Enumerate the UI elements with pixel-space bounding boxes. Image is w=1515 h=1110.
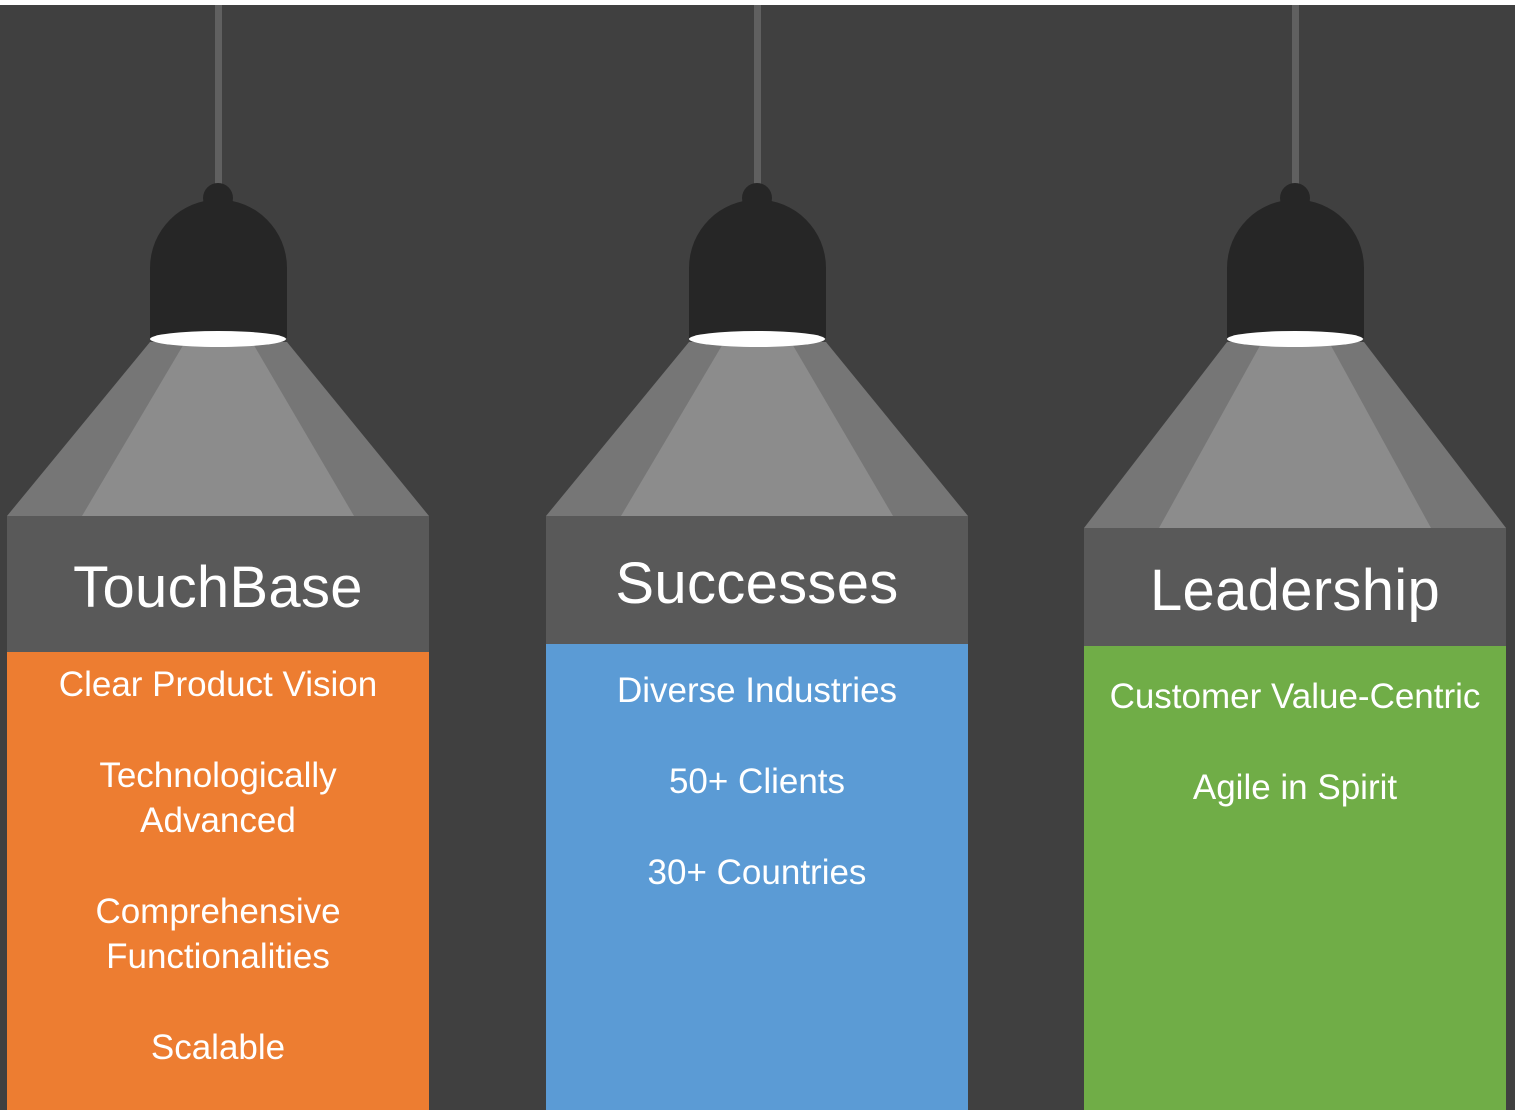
column-body-touchbase: Clear Product Vision Technologically Adv… xyxy=(7,652,429,1110)
list-item: 50+ Clients xyxy=(668,762,846,801)
list-item: Clear Product Vision xyxy=(58,665,378,704)
column-header-leadership: Leadership xyxy=(1084,528,1506,646)
pendant-lamp-icon xyxy=(1084,5,1506,528)
list-item: 30+ Countries xyxy=(647,853,867,892)
list-item: Diverse Industries xyxy=(616,671,898,710)
column-title: Leadership xyxy=(1150,557,1440,623)
column-body-leadership: Customer Value-Centric Agile in Spirit xyxy=(1084,646,1506,1110)
column-header-successes: Successes xyxy=(546,516,968,644)
list-item: Agile in Spirit xyxy=(1192,768,1398,807)
column-body-successes: Diverse Industries 50+ Clients 30+ Count… xyxy=(546,644,968,1110)
column-title: Successes xyxy=(615,550,899,616)
list-item: Customer Value-Centric xyxy=(1109,677,1481,716)
column-header-touchbase: TouchBase xyxy=(7,516,429,652)
pendant-lamp-icon xyxy=(7,5,429,516)
column-title: TouchBase xyxy=(73,554,363,620)
list-item: Technologically Advanced xyxy=(99,756,337,840)
list-item: Scalable xyxy=(150,1028,286,1067)
pendant-lamp-icon xyxy=(546,5,968,516)
list-item: Comprehensive Functionalities xyxy=(95,892,341,976)
